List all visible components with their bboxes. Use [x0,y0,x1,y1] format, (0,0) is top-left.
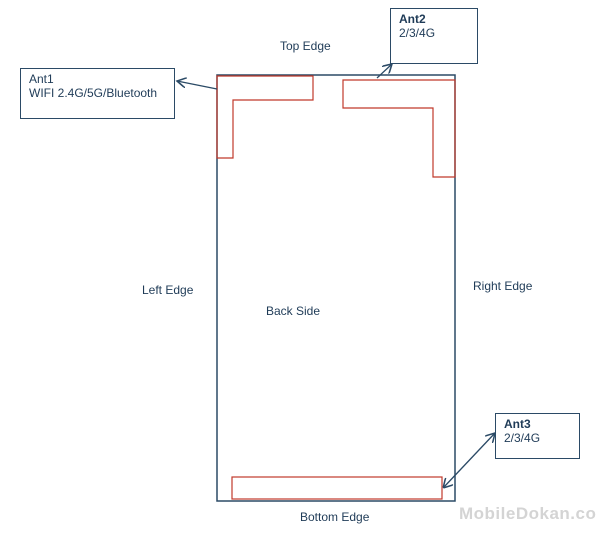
ant2-arrow [376,64,392,79]
ant2-region [342,79,456,178]
ant1-arrow [177,81,218,90]
ant3-name: Ant3 [504,417,531,431]
ant2-name: Ant2 [399,12,426,26]
watermark: MobileDokan.co [459,504,597,523]
ant3-arrow [444,433,495,487]
left-edge-label: Left Edge [142,283,194,297]
ant3-region [231,476,443,500]
right-edge-label: Right Edge [473,279,533,293]
ant3-bands: 2/3/4G [504,431,541,445]
ant3-box: Ant3 2/3/4G [495,413,580,459]
phone-outline [216,74,456,502]
back-side-label: Back Side [266,304,321,318]
top-edge-label: Top Edge [280,39,331,53]
ant1-name: Ant1 [29,72,54,86]
ant2-box: Ant2 2/3/4G [390,8,478,64]
bottom-edge-label: Bottom Edge [300,510,370,524]
ant2-bands: 2/3/4G [399,26,436,40]
ant1-bands: WIFI 2.4G/5G/Bluetooth [29,86,158,100]
ant1-region [216,75,314,159]
ant1-box: Ant1 WIFI 2.4G/5G/Bluetooth [20,68,175,119]
